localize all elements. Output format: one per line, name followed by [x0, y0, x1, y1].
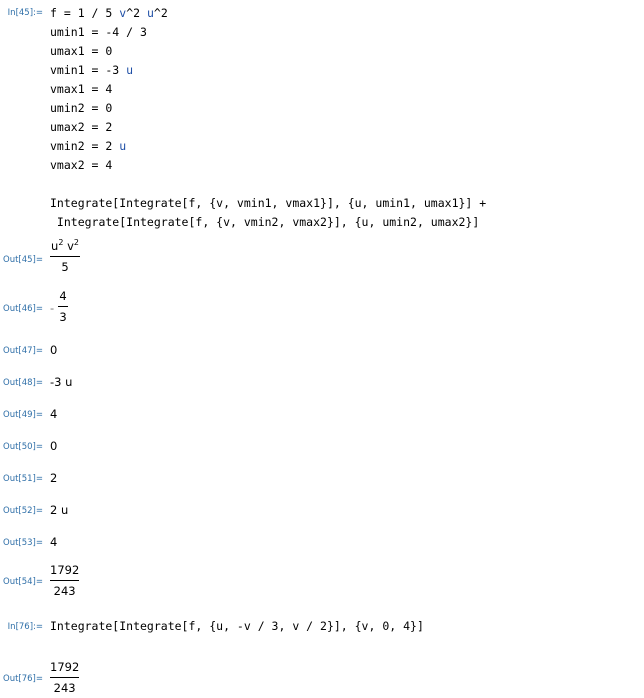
fraction-denominator: 5: [61, 260, 69, 274]
fraction-numerator: 4: [59, 289, 67, 303]
output-label-49: Out[49]=: [3, 410, 43, 420]
output-label-47: Out[47]=: [3, 346, 43, 356]
variable-u: u: [146, 6, 154, 20]
minus-sign: -: [50, 301, 55, 315]
variable-v: v: [119, 6, 127, 20]
output-53-value: 4: [50, 535, 58, 549]
code-line: Integrate[Integrate[f, {v, vmin1, vmax1}…: [50, 196, 487, 210]
input-label-76: In[76]:=: [7, 622, 43, 632]
output-45-fraction: u2 v2 5: [50, 238, 80, 274]
code-line: umax1 = 0: [50, 44, 113, 58]
code-line: umax2 = 2: [50, 120, 113, 134]
output-48-value: -3 u: [50, 375, 73, 389]
output-50-value: 0: [50, 439, 58, 453]
output-47-value: 0: [50, 343, 58, 357]
code-text: vmin1 = -3: [50, 63, 127, 77]
output-label-51: Out[51]=: [3, 474, 43, 484]
fraction-bar: [58, 306, 68, 307]
code-text: ^2: [126, 6, 147, 20]
code-line: vmax2 = 4: [50, 158, 113, 172]
fraction-numerator: 1792: [50, 563, 80, 577]
output-54-fraction: 1792 243: [50, 563, 79, 598]
fraction-numerator: 1792: [50, 660, 80, 674]
code-text: ^2: [153, 6, 168, 20]
code-line: vmax1 = 4: [50, 82, 113, 96]
code-line: f = 1 / 5 v^2 u^2: [50, 6, 168, 20]
input-cell-76[interactable]: Integrate[Integrate[f, {u, -v / 3, v / 2…: [50, 619, 424, 633]
fraction-bar: [50, 256, 80, 257]
output-52-value: 2 u: [50, 503, 69, 517]
fraction-denominator: 3: [59, 310, 67, 324]
output-49-value: 4: [50, 407, 58, 421]
output-label-76: Out[76]=: [3, 674, 43, 684]
output-label-48: Out[48]=: [3, 378, 43, 388]
output-label-46: Out[46]=: [3, 304, 43, 314]
code-line: umin1 = -4 / 3: [50, 25, 147, 39]
variable-u: u: [126, 63, 134, 77]
code-text: vmin2 = 2: [50, 139, 120, 153]
input-label-45: In[45]:=: [7, 8, 43, 18]
output-51-value: 2: [50, 471, 58, 485]
code-line: vmin2 = 2 u: [50, 139, 126, 153]
code-line: vmin1 = -3 u: [50, 63, 133, 77]
fraction-numerator: u2 v2: [51, 238, 79, 253]
fraction-bar: [50, 677, 79, 678]
output-label-45: Out[45]=: [3, 255, 43, 265]
output-label-53: Out[53]=: [3, 538, 43, 548]
fraction-bar: [50, 580, 79, 581]
fraction-denominator: 243: [53, 681, 76, 695]
output-label-54: Out[54]=: [3, 577, 43, 587]
code-line: umin2 = 0: [50, 101, 113, 115]
output-76-fraction: 1792 243: [50, 660, 79, 695]
fraction-denominator: 243: [53, 584, 76, 598]
code-text: f = 1 / 5: [50, 6, 120, 20]
output-label-50: Out[50]=: [3, 442, 43, 452]
output-46-fraction: 4 3: [58, 289, 68, 324]
variable-u: u: [119, 139, 127, 153]
output-label-52: Out[52]=: [3, 506, 43, 516]
code-line: Integrate[Integrate[f, {v, vmin2, vmax2}…: [50, 215, 480, 229]
